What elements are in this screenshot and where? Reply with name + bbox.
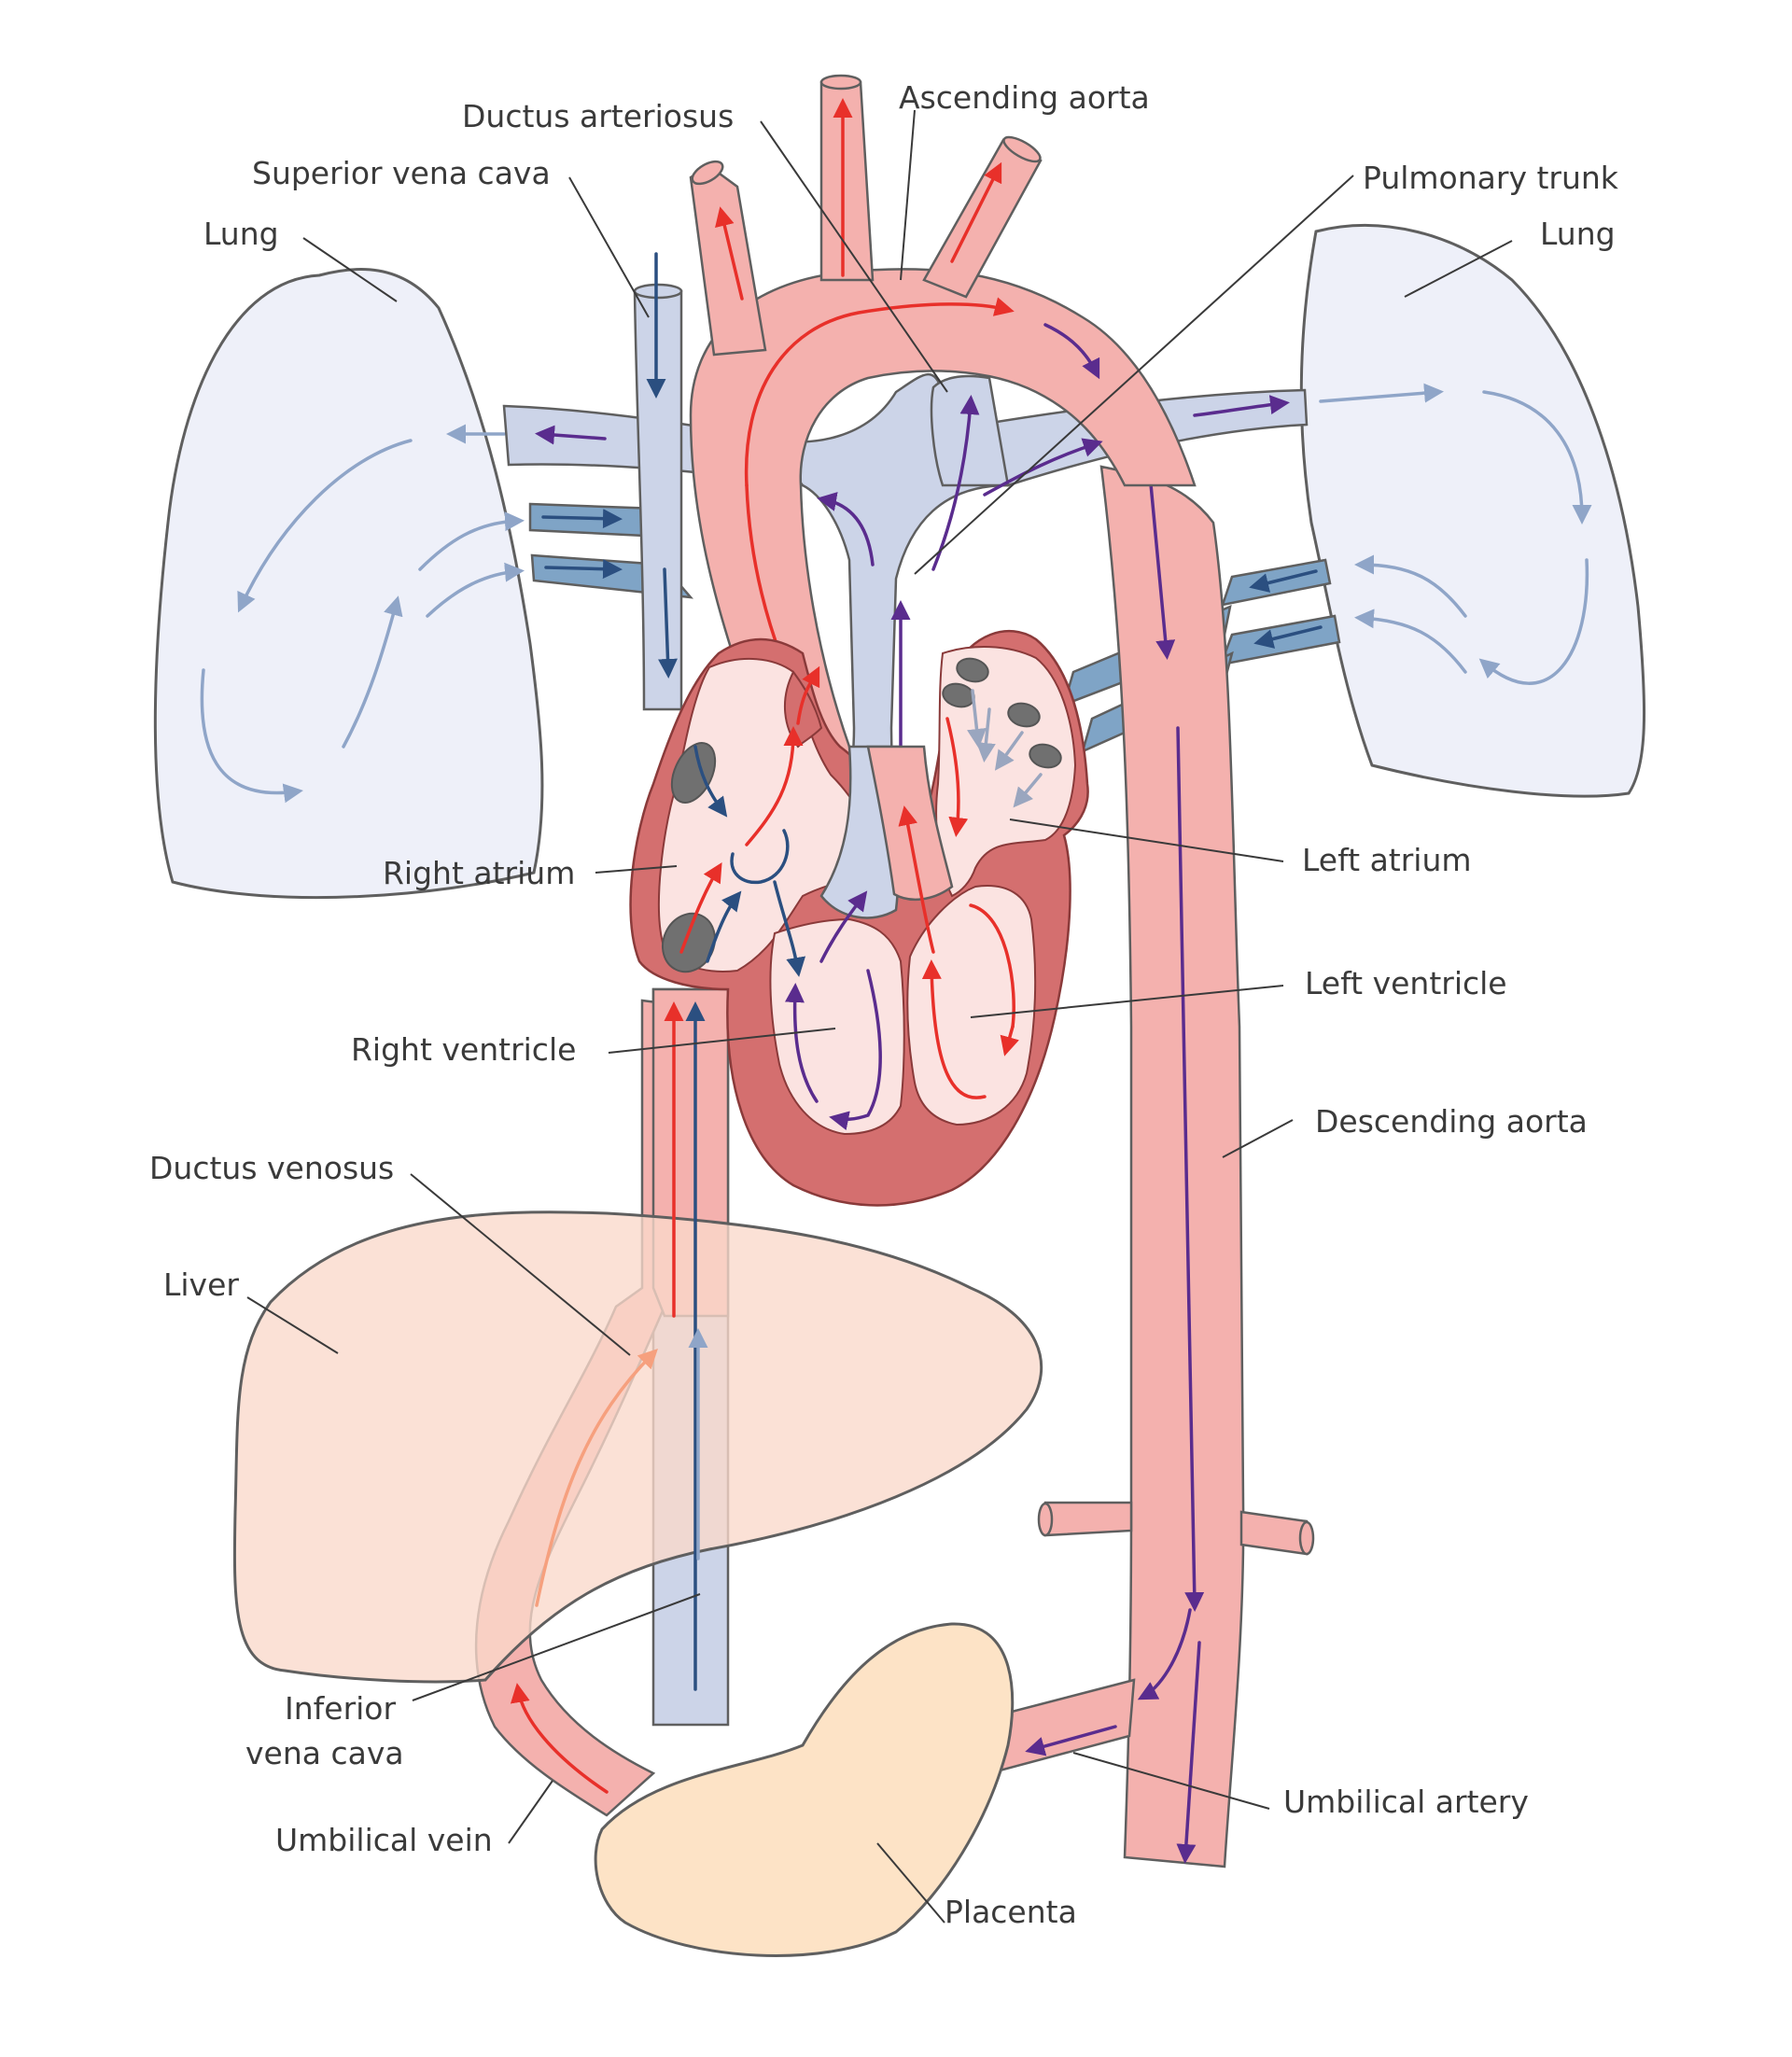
label-descending-aorta: Descending aorta [1315, 1103, 1588, 1140]
label-ductus-arteriosus: Ductus arteriosus [462, 98, 734, 134]
lung-right [1299, 224, 1646, 798]
label-umbilical-artery: Umbilical artery [1283, 1784, 1529, 1820]
label-ascending-aorta: Ascending aorta [899, 79, 1150, 116]
label-right-ventricle: Right ventricle [351, 1031, 576, 1068]
label-inferior-vena-cava-line1: Inferior [285, 1690, 396, 1727]
placenta [594, 1622, 1015, 1957]
iliac-opening-right [1298, 1520, 1315, 1556]
label-inferior-vena-cava-line2: vena cava [245, 1735, 404, 1771]
carotid-opening [819, 74, 862, 91]
heart-flow-arrows [679, 665, 1043, 1131]
label-placenta: Placenta [945, 1894, 1077, 1930]
ductus-arteriosus [930, 374, 1010, 487]
lung-left-flow-arrows [200, 424, 525, 804]
label-ductus-venosus: Ductus venosus [149, 1150, 394, 1186]
heart [629, 630, 1089, 1207]
label-left-atrium: Left atrium [1302, 842, 1472, 878]
subclavian-opening [1002, 135, 1042, 163]
superior-vena-cava [633, 289, 683, 711]
label-left-ventricle: Left ventricle [1305, 965, 1507, 1001]
lung-right-flow-arrows [1319, 383, 1592, 685]
brachiocephalic-artery [689, 164, 767, 357]
pulmonary-vein-opening-4 [1029, 743, 1062, 769]
label-pulmonary-trunk: Pulmonary trunk [1363, 160, 1619, 196]
left-subclavian-artery [922, 138, 1043, 299]
svc-opening [670, 742, 717, 804]
iliac-opening-left [1037, 1502, 1054, 1537]
common-iliac-branch-left [1043, 1501, 1133, 1537]
leader-lines [246, 109, 1513, 1924]
left-atrium-chamber [935, 646, 1077, 898]
left-common-carotid-artery [819, 80, 875, 282]
label-lung-right: Lung [1540, 216, 1616, 252]
label-lung-left: Lung [203, 216, 279, 252]
superior-vena-cava-opening [633, 283, 683, 300]
descending-aorta [1099, 465, 1245, 1868]
label-right-atrium: Right atrium [383, 855, 575, 891]
pulmonary-vein-opening-3 [1007, 702, 1041, 728]
label-superior-vena-cava: Superior vena cava [252, 155, 551, 191]
common-iliac-branch-right [1239, 1510, 1309, 1556]
liver [232, 1210, 1043, 1684]
label-liver: Liver [163, 1266, 239, 1303]
pulmonary-vein-opening-1 [956, 657, 989, 683]
label-umbilical-vein: Umbilical vein [275, 1822, 493, 1858]
brachiocephalic-opening [691, 160, 724, 186]
lung-left [153, 268, 544, 900]
